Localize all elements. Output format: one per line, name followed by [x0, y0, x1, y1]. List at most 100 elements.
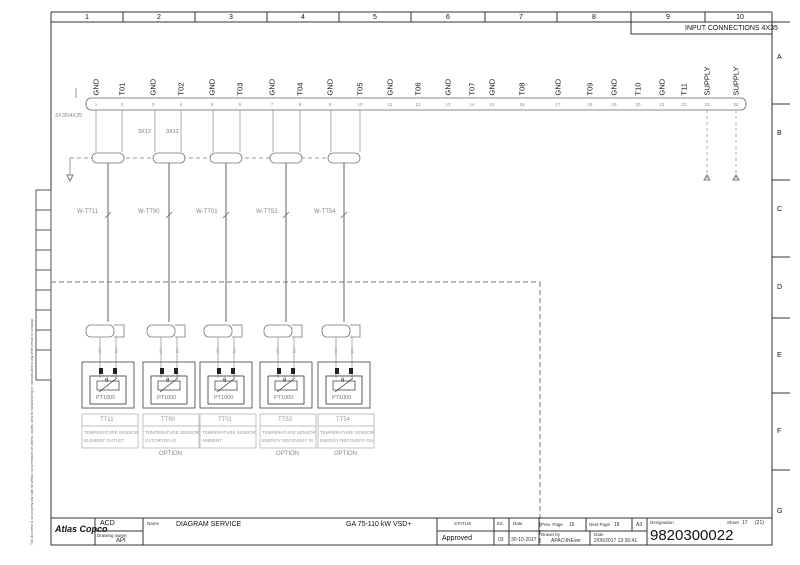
theta-symbol: θ [341, 378, 345, 384]
paper-size: A3 [636, 522, 643, 528]
designation-label: Designation [650, 520, 674, 525]
terminal-pin: 4 [179, 102, 183, 107]
terminal-block [277, 368, 281, 374]
prev-page-label: Prev. Page [541, 522, 563, 527]
drawn-by-value: APAC\INEver [551, 538, 581, 544]
sensor-housing [317, 361, 371, 409]
row-letter: G [777, 508, 783, 515]
terminal-pin: 17 [555, 102, 561, 107]
designation-value: 9820300022 [650, 527, 734, 544]
sensor-element [207, 375, 245, 405]
sensor-tag: TT11 [100, 417, 114, 423]
cable-tick [222, 211, 230, 219]
terminal-label: GND [148, 78, 158, 96]
option-label: OPTION [159, 451, 183, 457]
plug-connector [85, 324, 115, 338]
terminal-label: T01 [117, 82, 127, 96]
terminal-pin: 10 [357, 102, 363, 107]
xt-label: 3X12 [138, 129, 151, 135]
terminal-label: T10 [633, 82, 643, 96]
terminal-pin: 7 [270, 102, 274, 107]
shield-connector [269, 152, 303, 164]
resistor-symbol [274, 380, 298, 391]
sensor-location: ELEMENT OUTLET [84, 438, 125, 443]
row-letter: A [777, 54, 782, 61]
plug-connector [263, 324, 293, 338]
terminal-label: GND [657, 78, 667, 96]
terminal-pin: 19 [611, 102, 617, 107]
option-label: OPTION [276, 451, 300, 457]
shield-connector [209, 152, 243, 164]
cable-label: W-TT54 [314, 209, 336, 215]
sensor-desc-box [199, 413, 257, 449]
shield-connector [91, 152, 125, 164]
terminal-label: SUPPLY [731, 66, 741, 96]
plug-connector [175, 324, 186, 338]
sensor-element [325, 375, 363, 405]
thermistor-slash [159, 377, 179, 393]
terminal-label: GND [267, 78, 277, 96]
terminal-pin: 12 [415, 102, 421, 107]
terminal-label: T06 [413, 82, 423, 96]
sensor-description: TEMPERATURE SENSOR [320, 430, 374, 435]
terminal-pin: 8 [298, 102, 302, 107]
sensor-element-type: PT1000 [157, 395, 177, 401]
terminal-block [335, 368, 339, 374]
column-number: 9 [666, 14, 670, 21]
theta-symbol: θ [223, 378, 227, 384]
name-label: Name [147, 521, 160, 526]
sensor-location: AMBIENT [202, 438, 223, 443]
brand-logo: Atlas Copco [55, 524, 108, 534]
wire-label: BN [349, 347, 355, 354]
sensor-description: TEMPERATURE SENSOR [145, 430, 199, 435]
thermistor-slash [216, 377, 236, 393]
sensor-element [150, 375, 188, 405]
sensor-tag: TT90 [161, 417, 176, 423]
sensor-housing [142, 361, 196, 409]
owner-value: API [116, 538, 126, 544]
column-number: 7 [519, 14, 523, 21]
wire-label: WH [332, 347, 338, 354]
terminal-label: T11 [679, 83, 689, 96]
terminal-block [174, 368, 178, 374]
terminal-pin: 6 [238, 102, 242, 107]
terminal-label: T04 [295, 82, 305, 96]
terminal-block [113, 368, 117, 374]
sensor-tag: TT53 [278, 417, 293, 423]
terminal-pin: 9 [328, 102, 332, 107]
sensor-location: CAT.DRYER IO [145, 438, 177, 443]
terminal-pin: 21 [659, 102, 665, 107]
date2-value: 2/06/2017 13:36:41 [594, 538, 638, 544]
cable-tick [282, 211, 290, 219]
sensor-description: TEMPERATURE SENSOR [262, 430, 316, 435]
sensor-location: ENERGY RECOVERY OU [320, 438, 374, 443]
terminal-pin: 18 [587, 102, 593, 107]
terminal-pin: 1 [94, 102, 98, 107]
terminal-block [231, 368, 235, 374]
terminal-pin: 22 [681, 102, 687, 107]
date-label: Date [513, 521, 523, 526]
terminal-label: GND [325, 78, 335, 96]
sensor-element-type: PT1000 [96, 395, 116, 401]
sensor-desc-box [142, 413, 200, 449]
cable-label: W-TT53 [256, 209, 278, 215]
cable-tick [340, 211, 348, 219]
sensor-tag: TT01 [218, 417, 233, 423]
terminal-label: T02 [176, 82, 186, 96]
thermistor-slash [98, 377, 118, 393]
terminal-pin: 2 [120, 102, 124, 107]
sensor-element [89, 375, 127, 405]
sensor-description: TEMPERATURE SENSOR [84, 430, 138, 435]
terminal-block [349, 368, 353, 374]
wire-label: BN [113, 347, 119, 354]
sheet-label: Sheet [727, 520, 739, 525]
wire-label: BN [291, 347, 297, 354]
column-number: 1 [85, 14, 89, 21]
shield-connector [327, 152, 361, 164]
terminal-block [217, 368, 221, 374]
cable-tick [165, 211, 173, 219]
cable-tick [104, 211, 112, 219]
prev-page-value: 16 [569, 522, 575, 528]
sensor-desc-box [317, 413, 375, 449]
